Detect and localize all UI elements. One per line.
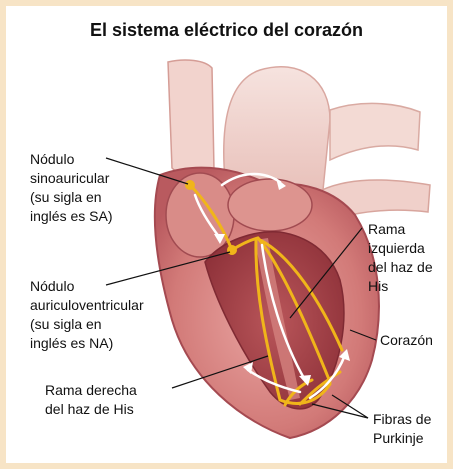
arrow-head-2 (276, 178, 286, 190)
label-av-node: Nódulo auriculoventricular (su sigla en … (30, 278, 144, 351)
figure-title: El sistema eléctrico del corazón (89, 20, 364, 40)
left-bundle-branch (256, 236, 332, 384)
label-left-bundle: Rama izquierda del haz de His (368, 221, 433, 294)
leader-sa (105, 157, 189, 185)
arrow-head-4 (243, 362, 253, 374)
superior-vena-cava (167, 59, 215, 176)
arrow-head-5 (339, 349, 350, 361)
leader-purkinje-1 (331, 394, 369, 419)
internodal-path (188, 183, 234, 252)
right-bundle-branch (254, 238, 282, 402)
leader-heart (349, 329, 377, 341)
leader-av (105, 251, 231, 286)
label-right-bundle: Rama derecha del haz de His (45, 382, 137, 417)
right-atrium (165, 172, 235, 258)
leader-right-bundle (171, 355, 269, 389)
arrow-head-3 (299, 375, 311, 386)
arrow-head-1 (214, 234, 225, 244)
label-sa-node: Nódulo sinoauricular (su sigla en inglés… (30, 151, 113, 224)
label-purkinje: Fibras de Purkinje (373, 411, 432, 446)
arrow-septum (260, 243, 307, 382)
left-atrium (227, 178, 313, 232)
conduction-system (185, 180, 344, 407)
label-heart: Corazón (380, 332, 433, 348)
arrow-atria (220, 172, 282, 187)
leader-left-bundle (289, 227, 363, 319)
impulse-arrows (193, 172, 350, 400)
left-bundle-branch-2 (258, 238, 344, 352)
leader-lines (105, 157, 377, 419)
pulmonary-artery (329, 102, 421, 162)
leader-purkinje-2 (311, 403, 369, 419)
